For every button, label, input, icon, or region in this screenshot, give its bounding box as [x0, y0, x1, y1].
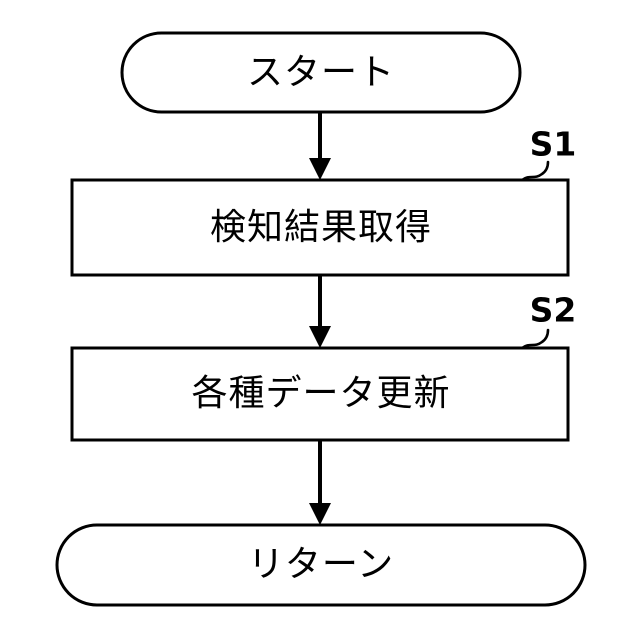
connector-s2-to-return: [309, 440, 331, 525]
s2-node-label: 各種データ更新: [191, 373, 450, 414]
s1-node-label: 検知結果取得: [210, 207, 432, 248]
leader-line-s1: [520, 160, 550, 182]
connector-arrowhead-3: [309, 503, 331, 525]
connector-start-to-s1: [309, 112, 331, 180]
node-s1[interactable]: 検知結果取得: [70, 178, 570, 277]
return-node-shape: [55, 523, 587, 607]
step-label-s2: S2: [530, 291, 577, 330]
return-node-label: リターン: [248, 544, 394, 585]
step-label-s1: S1: [530, 125, 577, 164]
leader-line-s2: [520, 328, 550, 350]
connector-s1-to-s2: [309, 275, 331, 348]
step-label-s2-group: S2: [520, 291, 577, 350]
start-node-label: スタート: [247, 52, 395, 93]
step-label-s1-group: S1: [520, 125, 577, 182]
connector-arrowhead-2: [309, 326, 331, 348]
s1-node-shape: [70, 178, 570, 277]
connector-arrowhead-1: [309, 158, 331, 180]
node-return[interactable]: リターン: [55, 523, 587, 607]
node-s2[interactable]: 各種データ更新: [70, 346, 570, 442]
node-start[interactable]: スタート: [120, 31, 522, 114]
